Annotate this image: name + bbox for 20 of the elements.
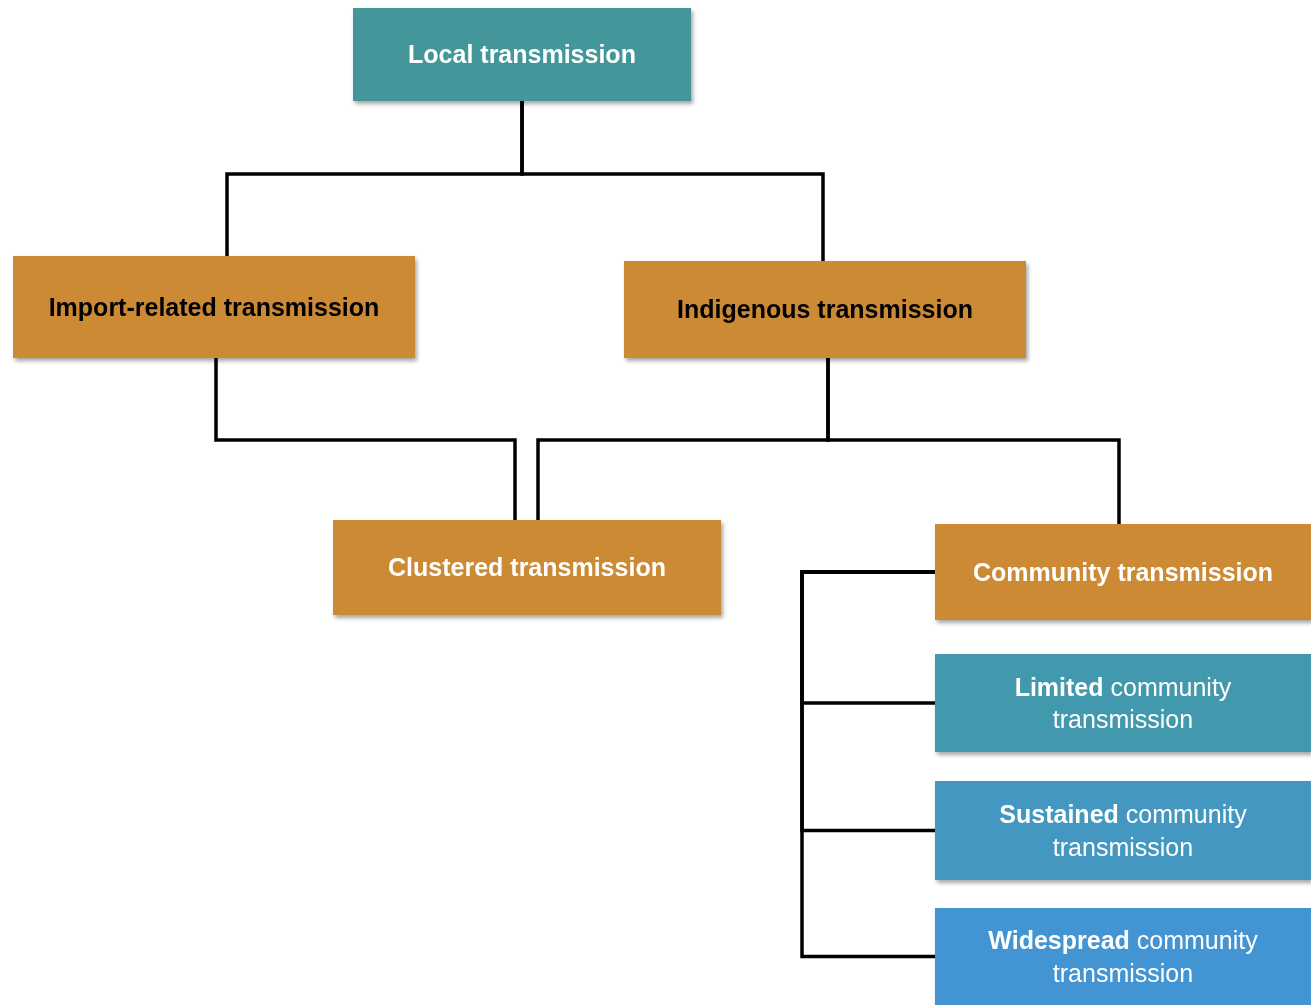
category-box — [935, 781, 1311, 880]
category-box — [935, 524, 1311, 620]
connector-line — [826, 358, 1121, 524]
node-label: Clustered transmission — [388, 552, 666, 584]
category-box — [935, 908, 1311, 1005]
category-box — [935, 654, 1311, 752]
node-label: Indigenous transmission — [677, 294, 973, 326]
category-box — [333, 520, 721, 615]
category-box — [13, 256, 415, 358]
node-label: Widespread community transmission — [987, 925, 1259, 989]
category-box — [624, 261, 1026, 358]
connector-line — [214, 358, 517, 520]
connector-line — [520, 101, 825, 261]
node-label: Community transmission — [972, 556, 1274, 588]
node-label: Sustained community transmission — [998, 799, 1248, 863]
node-label: Local transmission — [408, 39, 636, 71]
node-label: Limited community transmission — [1013, 671, 1233, 735]
category-box — [353, 8, 691, 101]
node-label: Import-related transmission — [48, 291, 380, 323]
connector-line — [800, 570, 935, 959]
